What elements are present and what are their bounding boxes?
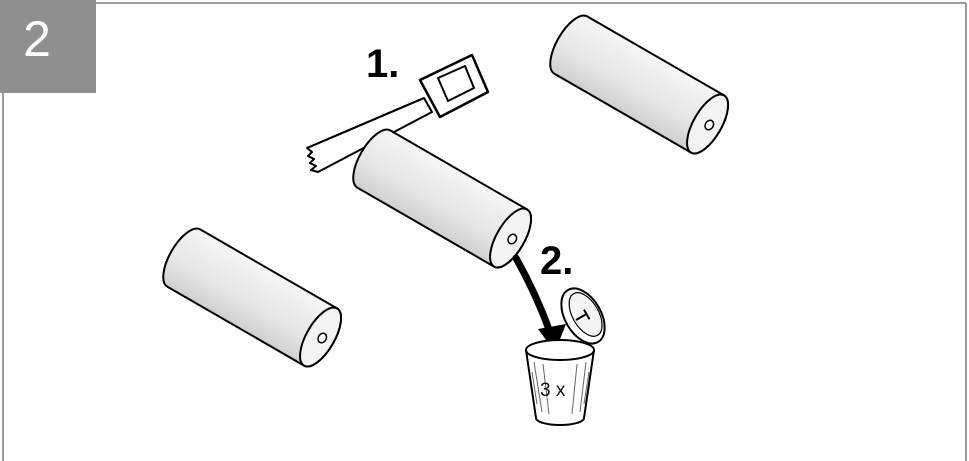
- container-icon: [525, 339, 595, 426]
- step-number: 2: [23, 11, 51, 67]
- battery-icon: [549, 14, 730, 155]
- step2-label: 2.: [540, 239, 574, 283]
- quantity-label: 3 x: [540, 380, 566, 401]
- step1-label: 1.: [366, 42, 400, 86]
- lid-icon: [560, 287, 606, 345]
- arrow-icon: [512, 254, 566, 352]
- battery-icon: [352, 128, 533, 269]
- battery-icon: [162, 227, 343, 368]
- saw-icon: [306, 53, 490, 173]
- step-number-badge: 2: [0, 0, 96, 93]
